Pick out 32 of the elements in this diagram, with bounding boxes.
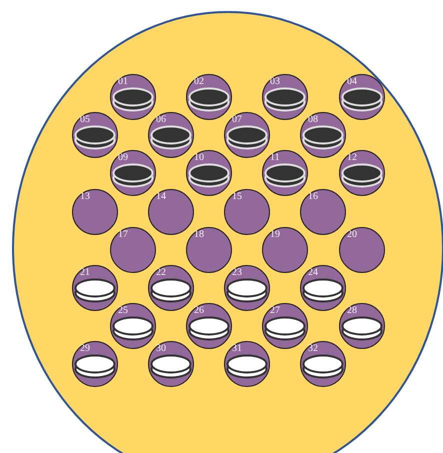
- well-number: 27: [270, 306, 280, 316]
- well-number: 12: [347, 153, 357, 164]
- well-number: 31: [232, 344, 242, 354]
- well-number: 05: [80, 115, 90, 126]
- well-number: 14: [156, 192, 166, 202]
- well-number: 21: [80, 268, 90, 278]
- well-number: 02: [194, 77, 204, 87]
- well-number: 23: [232, 268, 242, 278]
- well-number: 16: [308, 192, 318, 202]
- well-number: 08: [308, 115, 318, 126]
- well-number: 06: [156, 115, 166, 126]
- well-number: 15: [232, 192, 242, 202]
- well-number: 03: [270, 77, 280, 87]
- well-number: 29: [80, 344, 90, 354]
- well-number: 32: [308, 344, 318, 354]
- well-number: 18: [194, 230, 204, 240]
- well-number: 11: [270, 153, 280, 164]
- well-number: 28: [347, 306, 357, 316]
- well-number: 01: [118, 77, 128, 87]
- well-number: 09: [118, 153, 128, 164]
- well-number: 26: [194, 306, 204, 316]
- well-number: 17: [118, 230, 128, 240]
- well-number: 30: [156, 344, 166, 354]
- well-number: 13: [80, 192, 90, 202]
- well-number: 25: [118, 306, 128, 316]
- well-number: 10: [194, 153, 204, 164]
- well-number: 04: [347, 77, 357, 87]
- well-number: 22: [156, 268, 166, 278]
- well-number: 19: [270, 230, 280, 240]
- well-number: 24: [308, 268, 318, 278]
- well-number: 20: [347, 230, 357, 240]
- well-number: 07: [232, 115, 242, 126]
